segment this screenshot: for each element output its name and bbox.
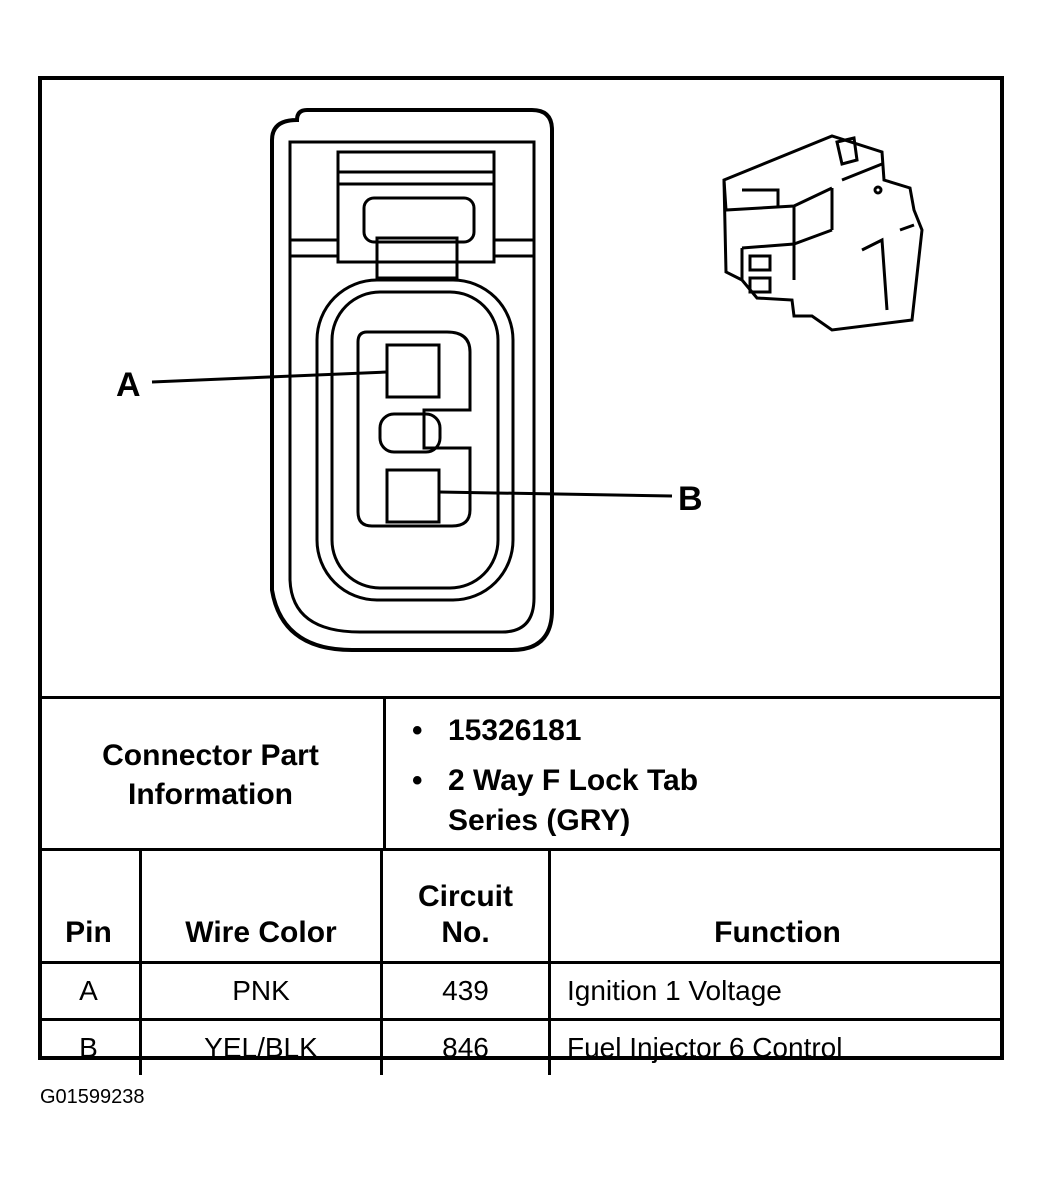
table-row: B YEL/BLK 846 Fuel Injector 6 Control: [38, 1018, 1004, 1075]
part-info-label: Connector Part Information: [38, 696, 386, 851]
part-info-values: 15326181 2 Way F Lock Tab Series (GRY): [384, 696, 1004, 851]
cell-pin: B: [38, 1018, 142, 1075]
header-function: Function: [549, 848, 1004, 964]
connector-series: 2 Way F Lock Tab Series (GRY): [412, 761, 778, 841]
connector-outer-shell: [270, 108, 554, 652]
cell-wire-color: YEL/BLK: [140, 1018, 383, 1075]
seal-outer: [315, 278, 515, 602]
part-number: 15326181: [412, 711, 1004, 751]
leader-line-b: [438, 490, 673, 498]
seal-inner: [330, 290, 500, 590]
cell-circuit-no: 846: [381, 1018, 551, 1075]
header-circuit-no-text: Circuit No.: [417, 880, 513, 949]
cell-wire-color: PNK: [140, 961, 383, 1021]
connector-part-info: Connector Part Information 15326181 2 Wa…: [38, 696, 1004, 851]
cavity-a: [385, 343, 441, 399]
pin-label-b: B: [678, 480, 703, 518]
lock-tab: [336, 150, 496, 264]
connector-face-diagram: A B: [42, 80, 1008, 700]
figure-id: G01599238: [40, 1086, 145, 1108]
header-wire-color: Wire Color: [140, 848, 383, 964]
cavity-outline: [356, 330, 472, 528]
cavity-b: [385, 468, 441, 524]
connector-isometric-view: [722, 134, 924, 332]
cell-pin: A: [38, 961, 142, 1021]
leader-line-a: [151, 370, 388, 384]
pin-label-a: A: [116, 366, 141, 404]
connector-figure: A B Connector Part Information 15326181 …: [38, 76, 1004, 1075]
connector-inner-shell: [288, 140, 536, 634]
part-info-label-text: Connector Part Information: [102, 739, 319, 811]
cell-function: Ignition 1 Voltage: [549, 961, 1004, 1021]
header-pin: Pin: [38, 848, 142, 964]
pin-table: Pin Wire Color Circuit No. Function A PN…: [38, 848, 1004, 1075]
cell-circuit-no: 439: [381, 961, 551, 1021]
cavity-center: [378, 412, 442, 454]
cell-function: Fuel Injector 6 Control: [549, 1018, 1004, 1075]
table-row: A PNK 439 Ignition 1 Voltage: [38, 961, 1004, 1021]
pin-table-header: Pin Wire Color Circuit No. Function: [38, 848, 1004, 964]
header-circuit-no: Circuit No.: [381, 848, 551, 964]
